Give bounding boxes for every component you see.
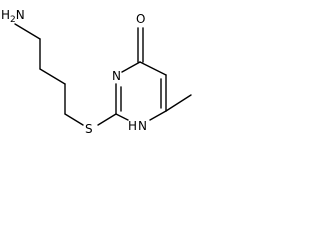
sulfur-label: S <box>85 122 93 136</box>
bond-c6-n1 <box>149 110 167 121</box>
bond-n1-c2 <box>115 113 129 121</box>
bond-n-c1 <box>14 23 41 40</box>
structure-canvas: H2N S N HN O <box>0 0 218 147</box>
amine-h: H <box>1 8 10 22</box>
bond-n3-c4 <box>121 61 141 73</box>
amine-label: H2N <box>1 8 25 25</box>
ring-nh-h: H <box>128 119 137 133</box>
ring-nh-label: HN <box>128 119 147 133</box>
carbonyl-o-label: O <box>136 12 145 26</box>
bond-s-c2ring <box>97 113 117 126</box>
amine-n: N <box>16 8 25 22</box>
molecule-structure: H2N S N HN O <box>1 8 192 136</box>
bond-c6-methyl <box>165 94 192 112</box>
ring-nh-n: N <box>138 119 147 133</box>
bond-c2-c3 <box>39 68 66 85</box>
ring-n-top-label: N <box>112 69 121 83</box>
bond-c4-c5 <box>139 61 167 76</box>
bond-c4-s <box>64 113 84 126</box>
amine-subscript: 2 <box>10 15 16 25</box>
